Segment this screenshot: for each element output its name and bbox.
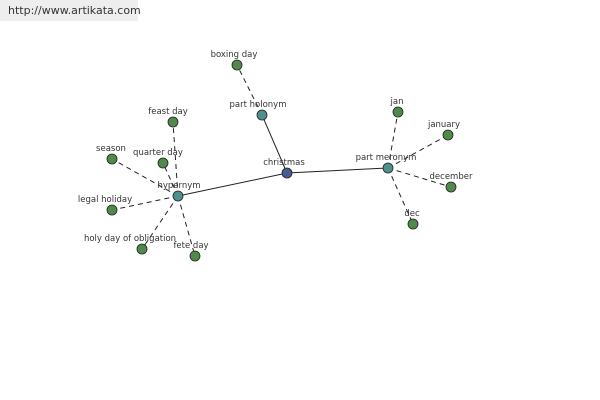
edge-part-holonym-boxing-day [236,64,263,116]
edge-christmas-hypernym [177,172,288,197]
edge-part-meronym-jan [387,111,399,169]
edge-hypernym-fete-day [177,195,196,257]
edge-christmas-part-holonym [261,114,288,174]
node-december[interactable] [445,181,457,193]
label-january[interactable]: january [427,120,460,130]
nodes-layer [106,59,457,262]
label-december[interactable]: december [430,172,473,182]
edge-hypernym-legal-holiday [111,195,179,211]
label-boxing-day[interactable]: boxing day [211,50,258,60]
edge-part-meronym-december [387,167,452,188]
node-legal-holiday[interactable] [106,204,118,216]
label-season[interactable]: season [96,144,126,154]
edge-hypernym-holy-day-of-obligation [141,195,179,250]
edge-christmas-part-meronym [286,167,389,174]
node-season[interactable] [106,153,118,165]
node-hypernym[interactable] [172,190,184,202]
label-jan[interactable]: jan [390,97,404,107]
edge-hypernym-feast-day [172,121,179,197]
node-part-holonym[interactable] [256,109,268,121]
label-legal-holiday[interactable]: legal holiday [78,195,132,205]
label-part-meronym[interactable]: part meronym [356,153,417,163]
edges-layer [111,64,452,257]
edge-part-meronym-january [387,134,449,169]
edge-hypernym-season [111,158,179,197]
label-quarter-day[interactable]: quarter day [133,148,183,158]
node-feast-day[interactable] [167,116,179,128]
url-banner[interactable]: http://www.artikata.com [0,0,141,21]
node-boxing-day[interactable] [231,59,243,71]
label-dec[interactable]: dec [404,209,420,219]
label-feast-day[interactable]: feast day [148,107,188,117]
node-jan[interactable] [392,106,404,118]
edge-hypernym-quarter-day [162,162,179,197]
label-part-holonym[interactable]: part holonym [230,100,287,110]
label-christmas[interactable]: christmas [263,158,305,168]
node-part-meronym[interactable] [382,162,394,174]
node-fete-day[interactable] [189,250,201,262]
label-holy-day-of-obligation[interactable]: holy day of obligation [84,234,176,244]
edge-part-meronym-dec [387,167,414,225]
node-january[interactable] [442,129,454,141]
node-quarter-day[interactable] [157,157,169,169]
node-dec[interactable] [407,218,419,230]
label-fete-day[interactable]: fete day [173,241,208,251]
labels-layer: christmas hypernym part holonym part merony… [78,50,473,251]
label-hypernym[interactable]: hypernym [157,181,200,191]
node-christmas[interactable] [281,167,293,179]
node-holy-day-of-obligation[interactable] [136,243,148,255]
